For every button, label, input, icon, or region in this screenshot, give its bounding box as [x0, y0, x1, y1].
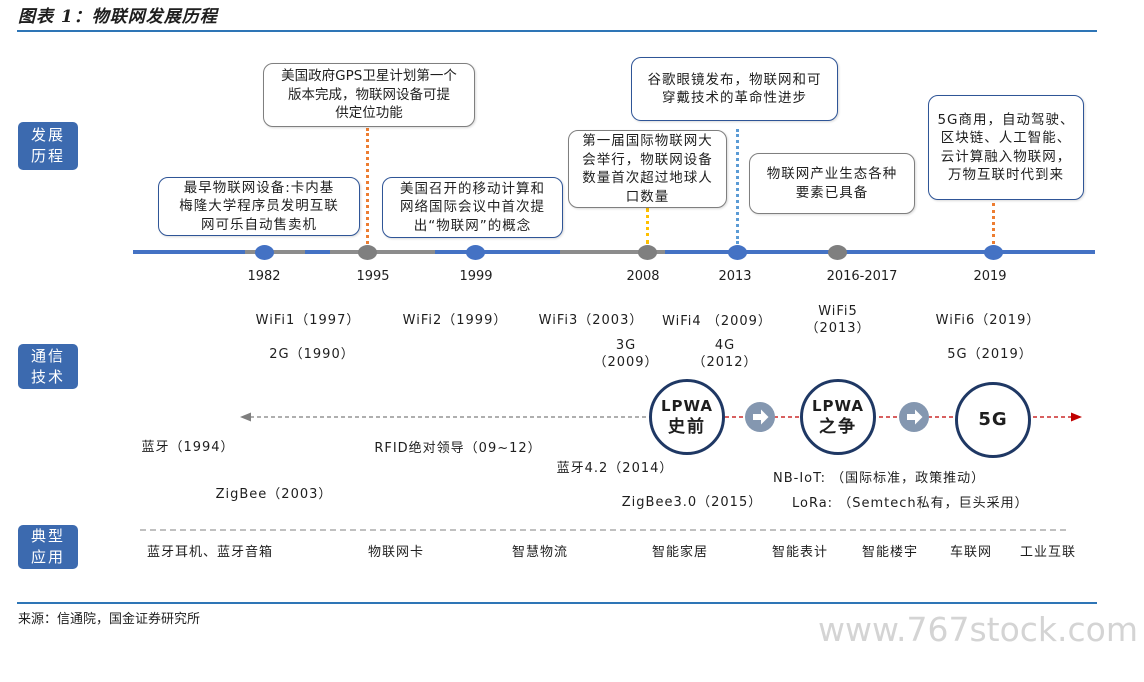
- wifi-label: WiFi5 （2013）: [805, 304, 871, 336]
- wifi-label: WiFi4 （2009）: [662, 314, 772, 329]
- figure-title: 图表 1：物联网发展历程: [18, 7, 218, 27]
- wifi-label: WiFi3（2003）: [538, 313, 644, 328]
- timeline-dot-1982: [255, 245, 274, 260]
- stage-phase: 史前: [668, 417, 706, 437]
- year-label: 2016-2017: [826, 269, 898, 284]
- timeline-dot-1995: [358, 245, 377, 260]
- event-callout-1982: 最早物联网设备:卡内基 梅隆大学程序员发明互联 网可乐自动售卖机: [158, 177, 360, 236]
- tech-label: ZigBee（2003）: [215, 487, 333, 502]
- tech-label: RFID绝对领导（09~12）: [374, 441, 542, 456]
- lpwa-arrowhead: [1071, 412, 1082, 422]
- event-callout-2008: 第一届国际物联网大 会举行，物联网设备 数量首次超过地球人 口数量: [568, 130, 727, 208]
- application-label: 智能表计: [771, 545, 829, 560]
- stage-name: LPWA: [660, 397, 714, 415]
- pre-lpwa-arrowhead: [240, 412, 251, 422]
- year-label: 1999: [459, 269, 493, 284]
- application-label: 蓝牙耳机、蓝牙音箱: [146, 545, 274, 560]
- tech-label: ZigBee3.0（2015）: [621, 495, 763, 510]
- event-callout-2019: 5G商用，自动驾驶、 区块链、人工智能、 云计算融入物联网， 万物互联时代到来: [928, 95, 1084, 200]
- year-label: 1995: [356, 269, 390, 284]
- year-label: 2019: [973, 269, 1007, 284]
- footer-rule: [17, 602, 1097, 604]
- connector-2019: [992, 203, 995, 244]
- timeline-dot-2008: [638, 245, 657, 260]
- source-note: 来源：信通院，国金证券研究所: [18, 612, 201, 627]
- timeline-segment: [245, 250, 305, 254]
- event-callout-2016-2017: 物联网产业生态各种 要素已具备: [749, 153, 915, 214]
- tech-label: 蓝牙（1994）: [141, 440, 235, 455]
- connector-2008: [646, 208, 649, 244]
- event-callout-1995: 美国政府GPS卫星计划第一个 版本完成，物联网设备可提 供定位功能: [263, 63, 475, 127]
- cellular-label: 3G （2009）: [593, 338, 659, 370]
- timeline-dot-1999: [466, 245, 485, 260]
- row-label-applications: 典型 应用: [18, 525, 78, 569]
- timeline-segment: [330, 250, 435, 254]
- stage-phase: 之争: [819, 417, 857, 437]
- tech-label: 蓝牙4.2（2014）: [556, 461, 674, 476]
- stage-name: LPWA: [811, 397, 865, 415]
- stage-name: 5G: [978, 409, 1008, 430]
- stage-5g: 5G: [955, 382, 1031, 458]
- application-label: 物联网卡: [367, 545, 425, 560]
- connector-2013: [736, 129, 739, 244]
- stage-lpwa-prehistory: LPWA 史前: [649, 379, 725, 455]
- wifi-label: WiFi1（1997）: [255, 313, 361, 328]
- stage-lpwa-competition: LPWA 之争: [800, 379, 876, 455]
- application-label: 智能家居: [651, 545, 709, 560]
- wifi-label: WiFi6（2019）: [935, 313, 1041, 328]
- cellular-label: 4G （2012）: [692, 338, 758, 370]
- connector-1995: [366, 128, 369, 244]
- watermark: www.767stock.com: [818, 610, 1138, 649]
- arrow-right-icon: [745, 402, 775, 432]
- application-label: 车联网: [949, 545, 993, 560]
- application-label: 工业互联: [1019, 545, 1077, 560]
- timeline-dot-2019: [984, 245, 1003, 260]
- timeline-dot-2013: [728, 245, 747, 260]
- event-callout-1999: 美国召开的移动计算和 网络国际会议中首次提 出“物联网”的概念: [382, 177, 563, 238]
- lpwa-tech-label: NB-IoT: （国际标准，政策推动）: [773, 471, 986, 486]
- lpwa-tech-label: LoRa: （Semtech私有，巨头采用）: [792, 496, 1029, 511]
- arrow-right-icon: [899, 402, 929, 432]
- wifi-label: WiFi2（1999）: [402, 313, 508, 328]
- year-label: 1982: [247, 269, 281, 284]
- application-label: 智能楼宇: [861, 545, 919, 560]
- row-label-history: 发展 历程: [18, 122, 78, 170]
- title-rule: [17, 30, 1097, 32]
- year-label: 2008: [626, 269, 660, 284]
- timeline-dot-2016-2017: [828, 245, 847, 260]
- timeline-segment: [560, 250, 665, 254]
- cellular-label: 2G（1990）: [269, 347, 355, 362]
- event-callout-2013: 谷歌眼镜发布，物联网和可 穿戴技术的革命性进步: [631, 57, 838, 121]
- year-label: 2013: [718, 269, 752, 284]
- row-label-communication: 通信 技术: [18, 344, 78, 389]
- application-label: 智慧物流: [511, 545, 569, 560]
- cellular-label: 5G（2019）: [947, 347, 1033, 362]
